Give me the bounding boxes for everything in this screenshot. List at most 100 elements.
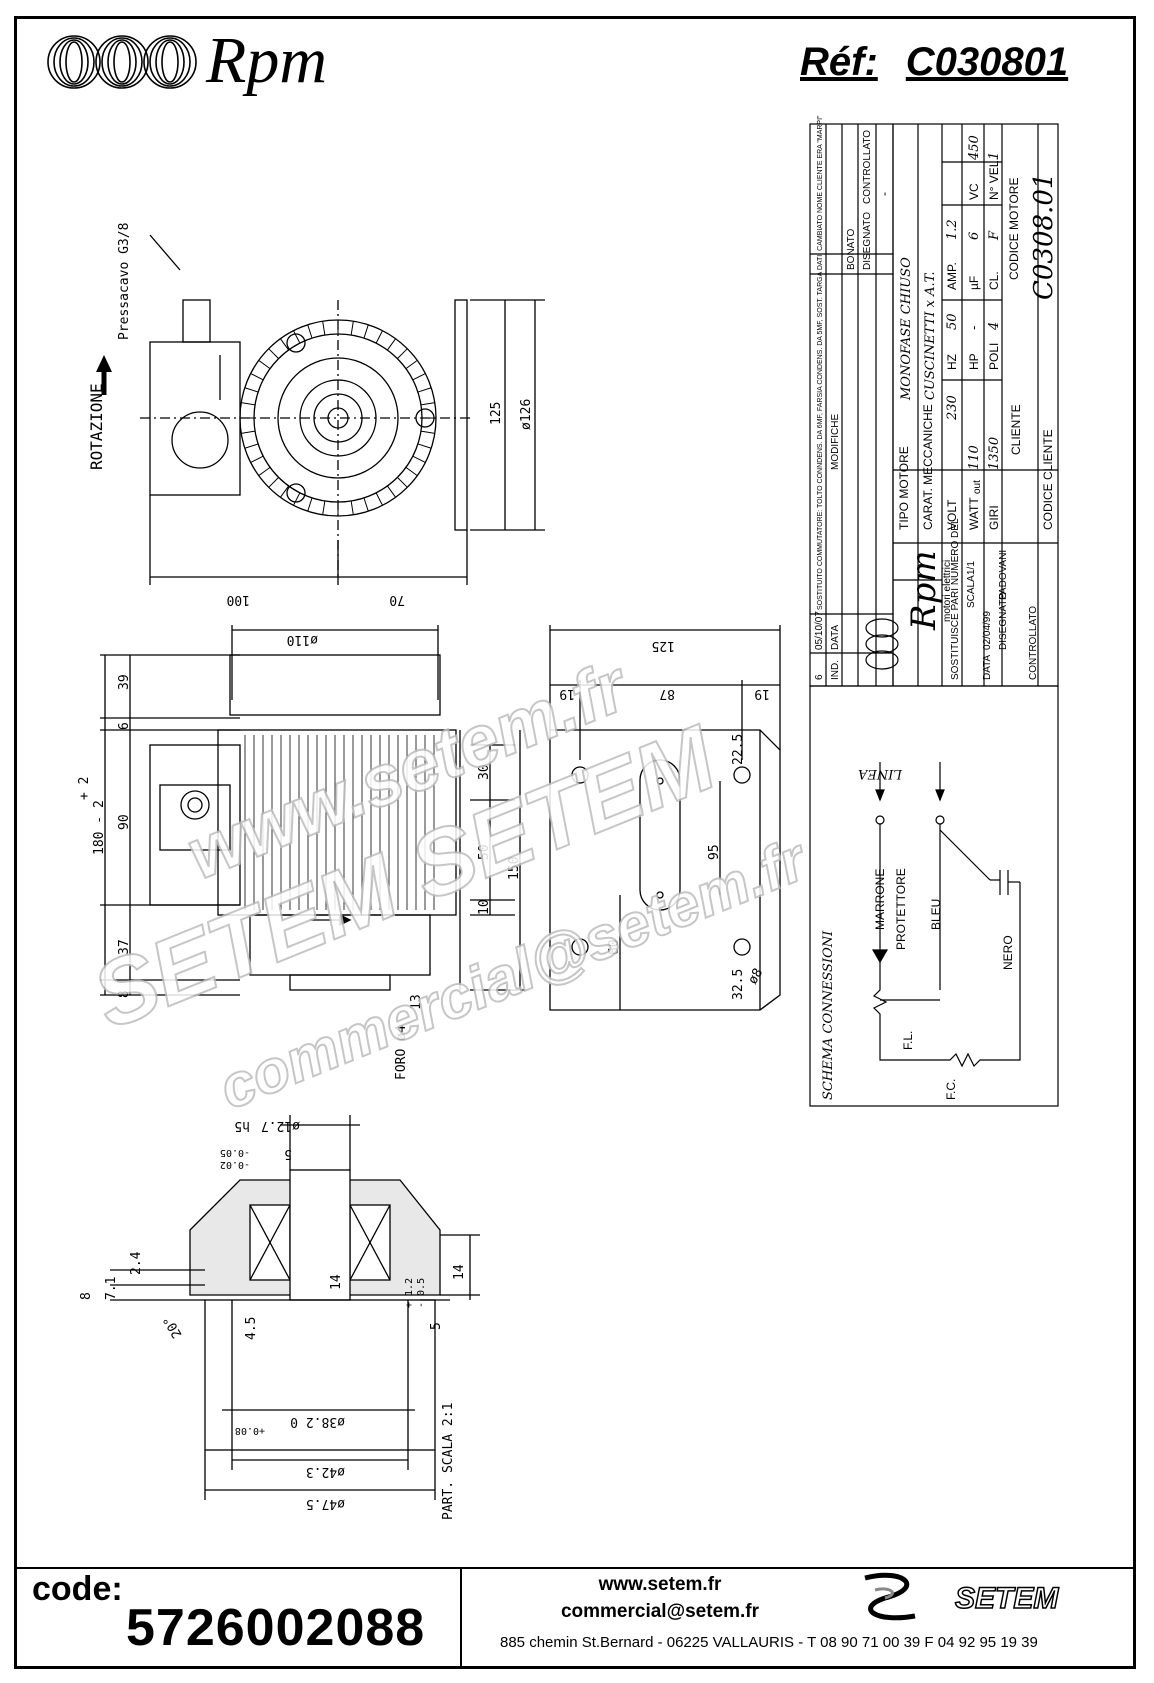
tb-watt-sub: out — [972, 480, 983, 494]
schema-bleu: BLEU — [929, 899, 943, 930]
dim-50: 50 — [477, 844, 492, 860]
fin-line — [412, 373, 426, 381]
tb-giri-value: 1350 — [987, 437, 1002, 470]
detail-tol-0-5: - 0.5 — [416, 1278, 427, 1308]
detail-part-scala: PART. SCALA 2:1 — [441, 1403, 456, 1520]
rotazione-label: ROTAZIONE — [87, 383, 106, 470]
tb-watt-value: 110 — [967, 445, 982, 470]
fin-line — [250, 373, 264, 381]
fin-line — [363, 324, 369, 339]
fin-line — [307, 324, 313, 339]
fin-line — [293, 492, 301, 506]
fin-line — [412, 455, 426, 463]
tb-hz-label: HZ — [945, 354, 959, 370]
setem-logo-icon: SETEM — [864, 1572, 1060, 1621]
email-link[interactable]: commercial@setem.fr — [560, 1601, 760, 1622]
tb-carat-label: CARAT. MECCANICHE — [921, 404, 935, 530]
tb-dash: - — [877, 192, 891, 196]
detail-dim-2-4: 2.4 — [129, 1251, 144, 1275]
dim-10: 10 — [477, 899, 492, 915]
plate-dim-32-5: 32.5 — [731, 969, 746, 1000]
top-view-fins — [240, 320, 436, 516]
tb-codice-cliente-label: CODICE CLIENTE — [1041, 429, 1055, 530]
reference: Réf:C030801 — [800, 40, 1069, 84]
detail-dim-4-5: 4.5 — [244, 1317, 259, 1340]
tb-modifiche-note: SOSTITUITO COMMUTATORE: TOLTO CONNDENS. … — [817, 115, 824, 610]
plate-dim-125: 125 — [652, 638, 675, 653]
tb-vc-label: VC — [967, 183, 981, 200]
tb-watt-label: WATT — [967, 497, 981, 530]
dim-6: 6 — [117, 722, 132, 730]
tb-codice-motore-label: CODICE MOTORE — [1007, 178, 1021, 280]
tb-vel-label: N° VEL. — [987, 157, 1001, 200]
dim-180: 180 - 2 — [92, 800, 107, 855]
tb-hp-value: - — [967, 326, 982, 330]
fin-line — [386, 485, 397, 498]
fin-line — [307, 497, 313, 512]
tb-cl-value: F — [987, 230, 1002, 241]
fin-line — [375, 330, 383, 344]
tb-volt-value: 230 — [945, 395, 960, 421]
tb-disegnato2: DISEGNATO — [998, 592, 1009, 650]
fin-line — [420, 430, 435, 434]
rotazione-arrow-icon — [96, 355, 112, 395]
fin-line — [375, 492, 383, 506]
tb-vel-value: 1 — [987, 152, 1002, 160]
schema-nero: NERO — [1001, 935, 1015, 970]
dim-110: ø110 — [287, 632, 318, 647]
detail-dim-7-1: 7.1 — [104, 1277, 119, 1300]
tb-hp-label: HP — [967, 353, 981, 370]
fin-line — [417, 387, 432, 393]
plate-dim-22-5: 22.5 — [731, 734, 746, 765]
detail-tol-bot: -0.02 — [220, 1159, 250, 1170]
tb-uf-value: 6 — [967, 232, 982, 240]
tb-modifiche-label: MODIFICHE — [830, 414, 841, 470]
plate-dim-87: 87 — [659, 686, 675, 701]
dim-150: 150 — [507, 857, 522, 880]
footer-divider — [14, 1567, 1136, 1569]
brand-name: Rpm — [206, 24, 327, 97]
schema-title: SCHEMA CONNESSIONI — [821, 930, 836, 1100]
watermark: www.setem.fr SETEM SETEM commercial@sete… — [78, 644, 819, 1123]
schema-marrone: MARRONE — [873, 869, 887, 930]
tb-scala-value: 1/1 — [966, 561, 977, 575]
schema-protettore: PROTETTORE — [894, 868, 908, 950]
dim-90: 90 — [117, 814, 132, 830]
fin-line — [405, 466, 418, 477]
fin-line — [241, 430, 256, 434]
tb-sostituisce: SOSTITUISCE PARI NUMERO DEL — [950, 518, 961, 680]
website-link[interactable]: www.setem.fr — [598, 1574, 722, 1595]
dim-37: 37 — [117, 939, 132, 955]
fin-line — [405, 359, 418, 370]
tb-volt-label: VOLT — [945, 499, 959, 530]
contact-block: www.setem.fr commercial@setem.fr — [520, 1571, 800, 1625]
pressacavo-label: Pressacavo G3/8 — [117, 223, 132, 340]
tb-disegnato-value: PADOVANI — [998, 550, 1009, 600]
tb-cl-label: CL. — [987, 271, 1001, 290]
tb-poli-value: 4 — [987, 322, 1002, 331]
tb-poli-label: POLI — [987, 343, 1001, 370]
fin-line — [250, 455, 264, 463]
schema-linea: LINEA — [858, 766, 903, 781]
tb-scala-label: SCALA — [966, 575, 977, 608]
title-block — [809, 123, 1059, 687]
tb-index: 6 — [814, 674, 825, 680]
fin-line — [258, 466, 271, 477]
tb-data-value: 02/04/99 — [982, 611, 993, 650]
tb-tipo-label: TIPO MOTORE — [897, 446, 911, 530]
fin-line — [322, 321, 326, 336]
tb-hz-value: 50 — [945, 313, 960, 330]
dim-180-tol: + 2 — [77, 777, 92, 800]
fin-line — [363, 497, 369, 512]
tb-ind-label: IND. — [830, 660, 841, 680]
fin-line — [244, 443, 259, 449]
detail-dim-14b: 14 — [452, 1264, 467, 1280]
address: 885 chemin St.Bernard - 06225 VALLAURIS … — [500, 1634, 1038, 1651]
plate-dim-60: 60 — [607, 939, 622, 955]
tb-cliente-label: CLIENTE — [1009, 404, 1023, 455]
schema-fc: F.C. — [944, 1079, 958, 1100]
detail-tol-top: -0.05 — [220, 1147, 250, 1158]
fin-line — [241, 402, 256, 406]
plate-dim-d8: ø8 — [745, 966, 766, 987]
detail-dim-5b: 5 — [429, 1322, 444, 1330]
